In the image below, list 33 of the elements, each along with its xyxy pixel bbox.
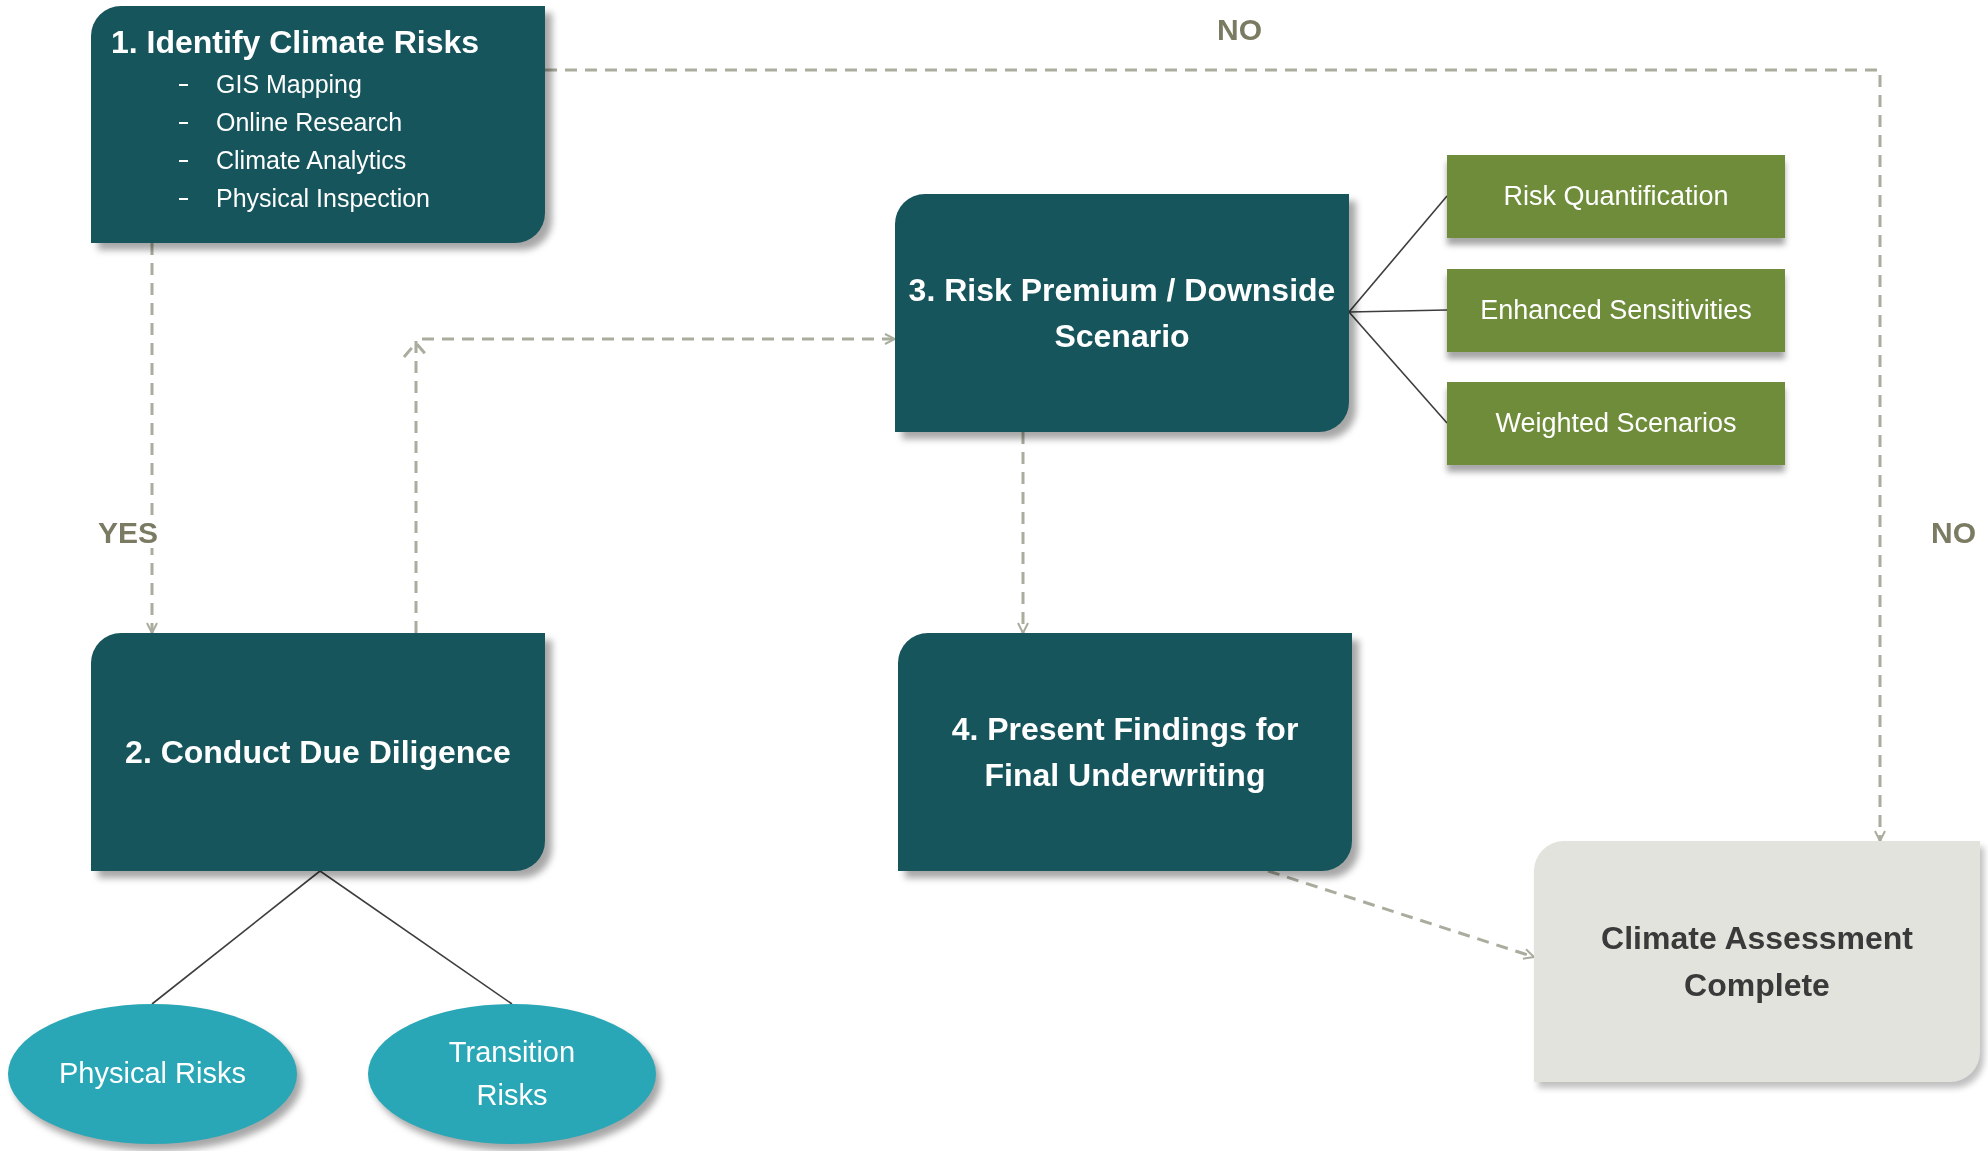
dashed-arrow <box>545 68 1886 842</box>
list-item: Physical Inspection <box>216 183 430 215</box>
process-box <box>898 633 1352 871</box>
connector-line <box>151 870 321 1005</box>
box-title: 1. Identify Climate Risks <box>111 23 480 62</box>
connector-line <box>1348 311 1448 424</box>
dashed-arrow <box>402 333 897 635</box>
decision-label: NO <box>1931 518 1976 548</box>
end-box <box>1534 841 1980 1082</box>
process-box <box>91 633 545 871</box>
dashed-arrow <box>1017 432 1029 634</box>
list-item: Online Research <box>216 107 403 139</box>
sub-item-box <box>1447 382 1785 465</box>
sub-item-box <box>1447 155 1785 238</box>
node-label: Weighted Scenarios <box>1495 407 1737 441</box>
sub-item-box <box>1447 269 1785 352</box>
process-box <box>895 194 1349 432</box>
node-label: Physical Risks <box>58 1056 247 1092</box>
node-label: 2. Conduct Due Diligence <box>125 732 511 772</box>
connector-line <box>319 870 513 1005</box>
connector-line <box>1348 309 1448 313</box>
node-label: Climate Assessment Complete <box>1600 919 1914 1005</box>
node-label: 4. Present Findings for Final Underwriting <box>950 709 1300 795</box>
node-label: 3. Risk Premium / Downside Scenario <box>907 270 1337 356</box>
list-item: Climate Analytics <box>216 145 407 177</box>
connector-line <box>1348 195 1448 313</box>
dashed-arrow <box>146 243 158 634</box>
process-box <box>91 6 545 243</box>
node-label: Transition Risks <box>447 1034 577 1113</box>
list-item: GIS Mapping <box>216 69 362 101</box>
dashed-arrow <box>1267 869 1535 960</box>
node-label: Risk Quantification <box>1503 180 1729 214</box>
node-label: Enhanced Sensitivities <box>1480 294 1752 328</box>
